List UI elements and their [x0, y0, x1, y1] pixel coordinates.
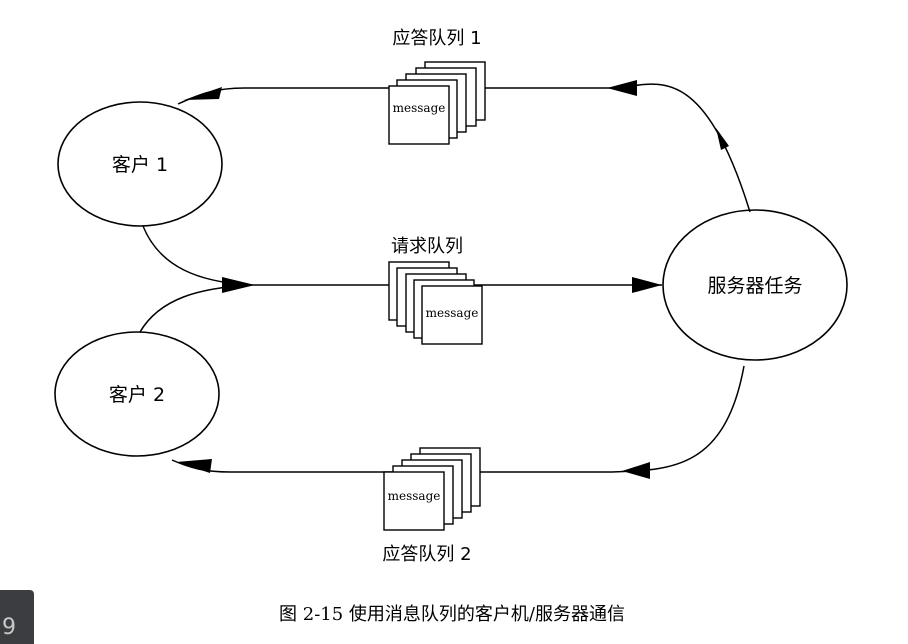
request-arrowhead-right — [632, 277, 662, 293]
reply-queue-2-message-stack: message — [383, 447, 481, 531]
request-queue-line-client1 — [142, 225, 251, 286]
reply-1-arrowhead-up — [716, 128, 729, 150]
reply-1-arrowhead-right — [607, 80, 637, 96]
client-server-queue-diagram: 客户 1 客户 2 服务器任务 应答队列 1 请求队列 应答队列 2 messa… — [54, 28, 848, 565]
client-1-label: 客户 1 — [112, 154, 168, 176]
request-arrowhead-left — [222, 277, 255, 293]
server-task-node — [662, 209, 848, 361]
server-task-label: 服务器任务 — [707, 275, 802, 297]
request-queue-message-text: message — [426, 306, 479, 320]
request-queue-line-client2 — [139, 284, 251, 333]
request-queue-label: 请求队列 — [391, 236, 463, 257]
reply-queue-2-message-text: message — [388, 489, 441, 503]
figure-caption: 图 2-15 使用消息队列的客户机/服务器通信 — [279, 604, 625, 625]
client-1-node — [57, 101, 223, 227]
reply-queue-1-message-text: message — [393, 101, 446, 115]
reply-2-arrowhead-left — [176, 459, 212, 473]
reply-queue-1-message-stack: message — [388, 61, 486, 145]
client-2-node — [54, 331, 220, 457]
reply-queue-2-label: 应答队列 2 — [382, 544, 471, 565]
page-number-badge: 9 — [0, 590, 34, 644]
reply-queue-1-label: 应答队列 1 — [392, 28, 481, 49]
request-queue-message-stack: message — [388, 261, 483, 345]
client-2-label: 客户 2 — [109, 384, 165, 406]
reply-1-arrowhead-left — [184, 87, 222, 100]
reply-2-arrowhead-right — [622, 462, 650, 479]
